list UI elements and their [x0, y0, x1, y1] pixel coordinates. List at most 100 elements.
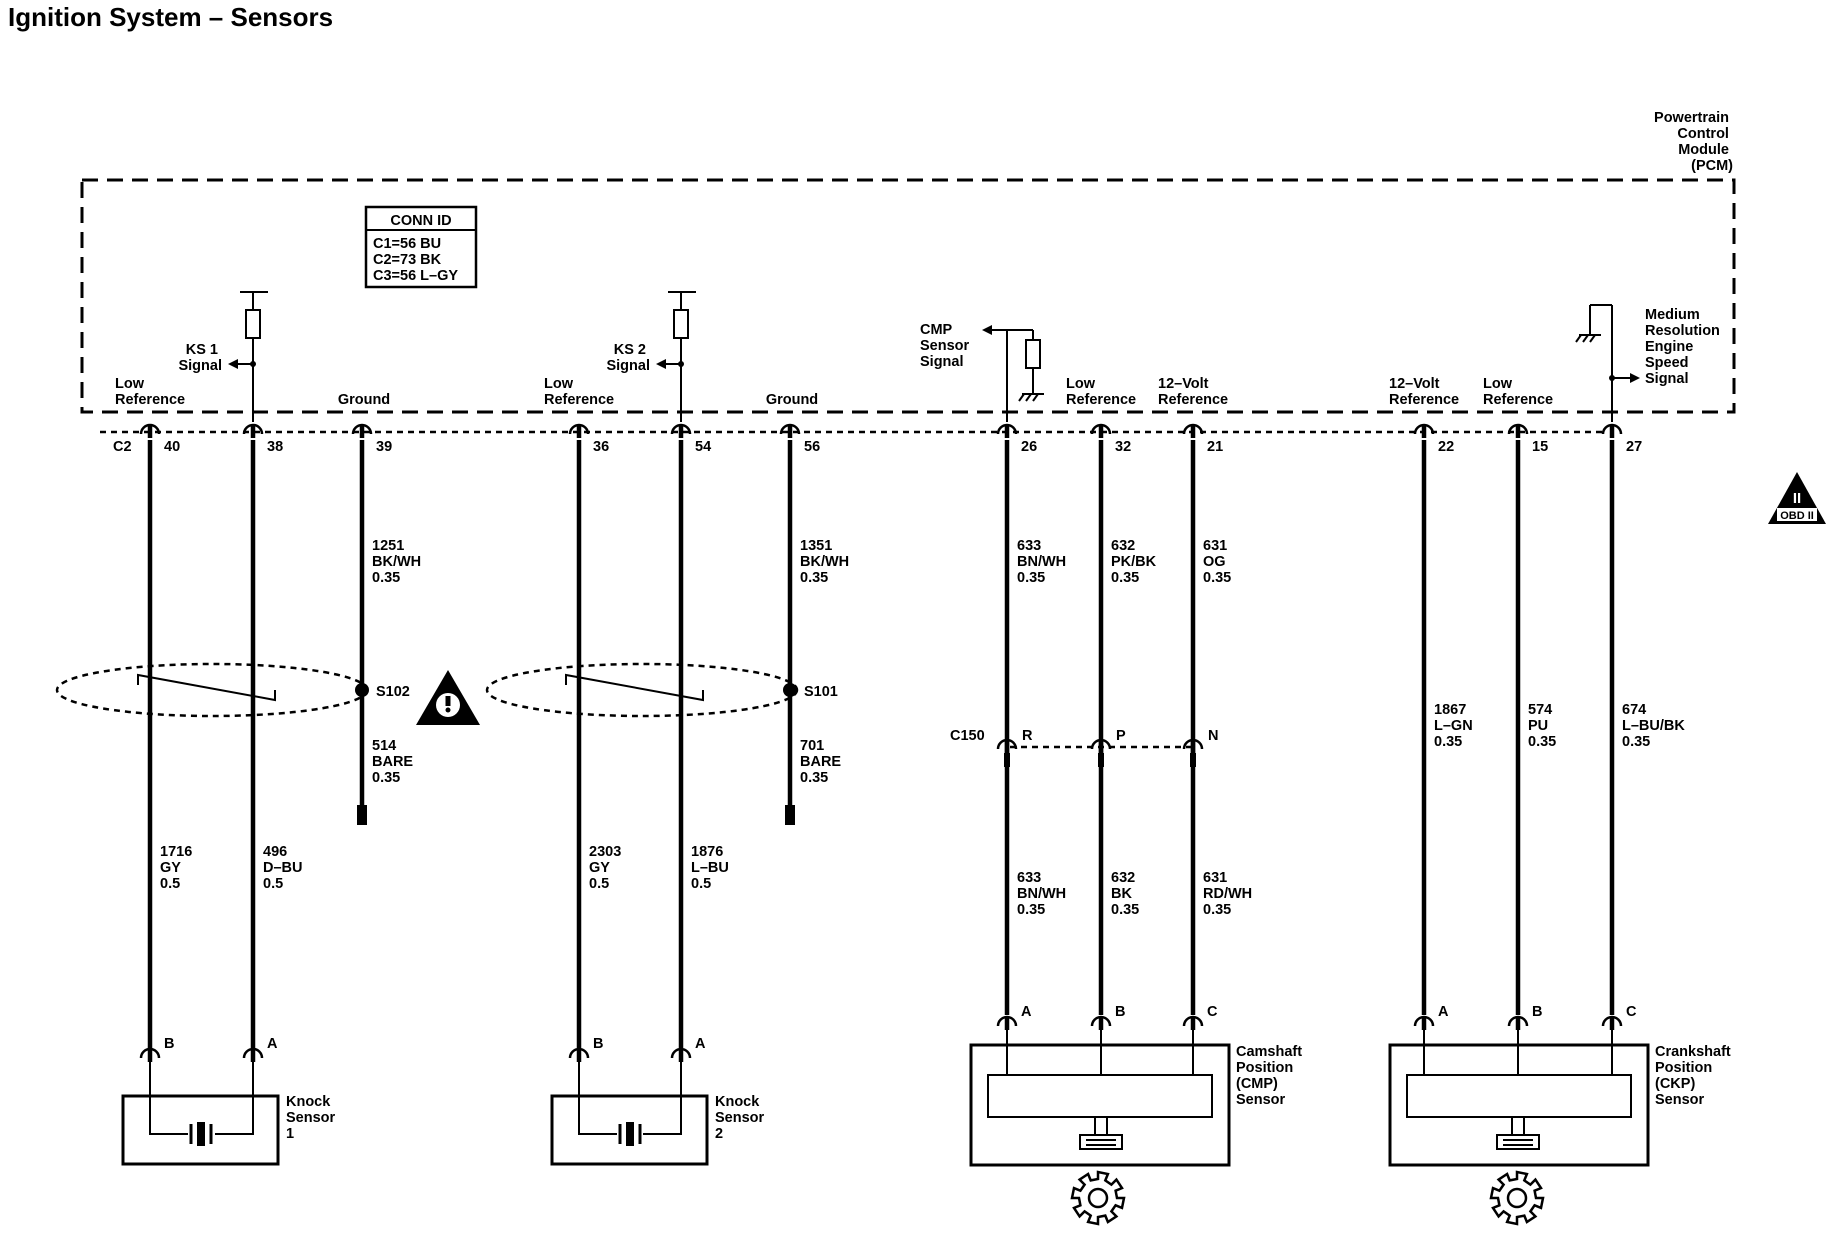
component-terminal [996, 1015, 1018, 1030]
component-pin-letter: A [267, 1036, 278, 1052]
pin-terminal [1601, 423, 1623, 438]
splice-s102-label: S102 [376, 684, 410, 700]
component-terminal [242, 1047, 264, 1062]
pin-terminal [242, 423, 264, 438]
gear-icon [1070, 1170, 1126, 1226]
c150-pin-p: P [1116, 728, 1126, 744]
pcm-label: Powertrain Control Module (PCM) [1654, 110, 1733, 174]
piezo-icon [189, 1122, 213, 1146]
conn-id-box: CONN ID C1=56 BU C2=73 BK C3=56 L–GY [364, 205, 478, 289]
ks2-internal-circuit: KS 2 Signal [606, 291, 696, 422]
component-terminal [1413, 1015, 1435, 1030]
pin-terminal [139, 423, 161, 438]
page-title: Ignition System – Sensors [8, 2, 334, 32]
cmp-internal-circuit: CMP Sensor Signal [920, 322, 1044, 422]
gear-icon [1489, 1170, 1545, 1226]
component-pin-letter: A [695, 1036, 706, 1052]
pin-number: 56 [804, 439, 820, 455]
obd-ii-badge: II OBD II [1768, 472, 1826, 524]
splice-s101 [783, 683, 797, 697]
c150-pin-body [1098, 753, 1104, 767]
resistor-icon [245, 309, 261, 339]
ground-icon [1018, 393, 1044, 402]
c150-terminal [996, 738, 1018, 753]
c150-pin-n: N [1208, 728, 1218, 744]
pin-38: 38 [242, 423, 283, 455]
pin-number: 27 [1626, 439, 1642, 455]
ground-icon [1575, 334, 1601, 343]
pin-terminal [1090, 423, 1112, 438]
component-pin-letter: C [1207, 1004, 1218, 1020]
pin-terminal [568, 423, 590, 438]
component-terminal [1090, 1015, 1112, 1030]
obd-badge-top: II [1793, 490, 1801, 507]
component-pin-letter: C [1626, 1004, 1637, 1020]
pin-number: 40 [164, 439, 180, 455]
component-terminal [670, 1047, 692, 1062]
component-pin-letter: B [593, 1036, 603, 1052]
c150-pin-body [1004, 753, 1010, 767]
wire-layer [147, 440, 1615, 1048]
arrow-icon [656, 359, 666, 369]
piezo-icon [618, 1122, 642, 1146]
ckp-sensor: Crankshaft Position (CKP) Sensor [1388, 1025, 1731, 1226]
ks2-shield [485, 662, 799, 718]
conn-id-header: CONN ID [390, 213, 451, 229]
c150-pin-r: R [1022, 728, 1033, 744]
c150-connector: C150 R P N [950, 728, 1218, 749]
cmp-signal-label: CMP Sensor Signal [920, 322, 973, 370]
pin-terminal [670, 423, 692, 438]
component-terminal [1601, 1015, 1623, 1030]
ks1-shield [55, 662, 369, 718]
knock-sensor-1: Knock Sensor 1 [121, 1058, 336, 1166]
pin-terminal [351, 423, 373, 438]
pin-terminal [1507, 423, 1529, 438]
conn-id-row: C2=73 BK [373, 252, 442, 268]
component-terminal [1507, 1015, 1529, 1030]
component-pin-letter: B [1532, 1004, 1542, 1020]
c150-terminals [996, 738, 1204, 767]
magnet-icon [1079, 1117, 1123, 1150]
pin-terminal [996, 423, 1018, 438]
pin-terminal [1413, 423, 1435, 438]
pin-terminal [1182, 423, 1204, 438]
c150-terminal [1182, 738, 1204, 753]
component-pin-letter: B [1115, 1004, 1125, 1020]
resistor-icon [673, 309, 689, 339]
pin-number: 21 [1207, 439, 1223, 455]
arrow-icon [982, 325, 992, 335]
component-pin-letter: A [1021, 1004, 1032, 1020]
component-pin-letter: B [164, 1036, 174, 1052]
component-terminal [568, 1047, 590, 1062]
c150-terminal [1090, 738, 1112, 753]
pin-number: 26 [1021, 439, 1037, 455]
warning-icon [416, 670, 480, 725]
pin-number: 36 [593, 439, 609, 455]
pin-number: 22 [1438, 439, 1454, 455]
splice-s101-label: S101 [804, 684, 838, 700]
ks1-internal-circuit: KS 1 Signal [178, 291, 268, 422]
